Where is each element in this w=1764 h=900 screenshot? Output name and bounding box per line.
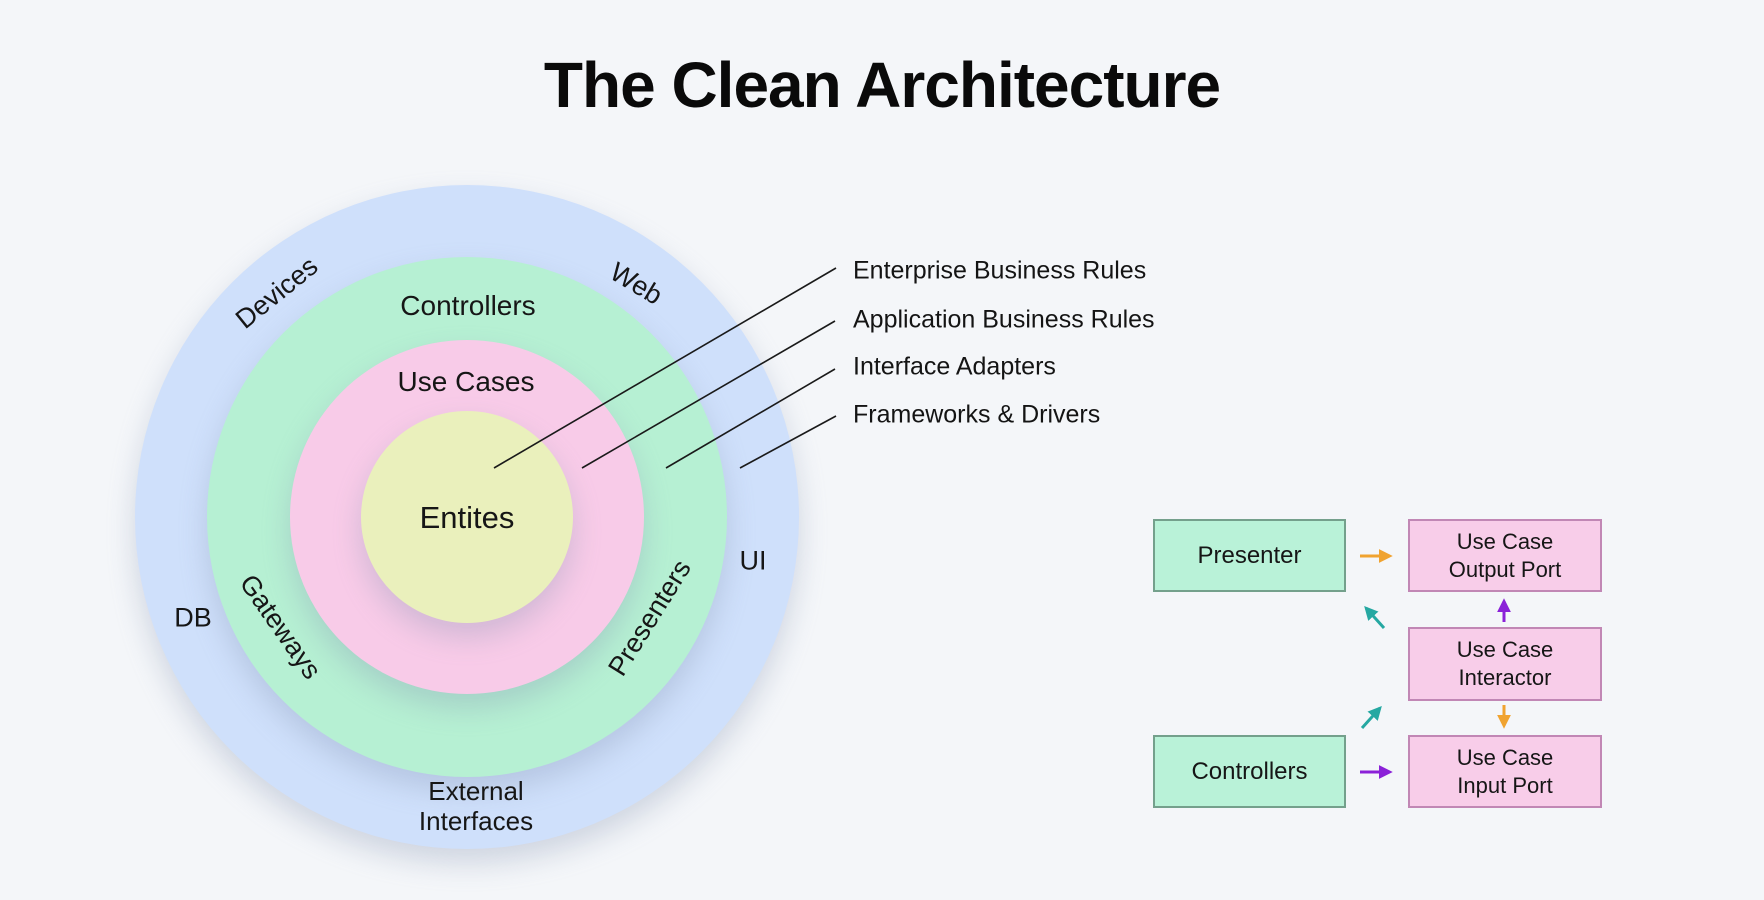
arrow-up-right-to-interactor-icon <box>1360 705 1382 730</box>
label-external-line1: External <box>428 776 524 806</box>
flow-box-interactor-line2: Interactor <box>1458 665 1552 690</box>
flow-box-interactor-line1: Use Case <box>1456 637 1554 662</box>
flow-box-output-port-line2: Output Port <box>1448 556 1562 582</box>
flow-box-input-port-line2: Input Port <box>1457 772 1553 798</box>
arrow-up-left-to-presenter-icon <box>1364 605 1386 630</box>
flow-box-controllers-label: Controllers <box>1191 757 1308 785</box>
flow-box-use-case-interactor: Use Case Interactor <box>1408 627 1602 701</box>
legend-interface-adapters: Interface Adapters <box>853 352 1056 381</box>
label-controllers: Controllers <box>400 290 536 321</box>
flow-box-presenter-label: Presenter <box>1197 541 1302 569</box>
label-ui: UI <box>739 545 767 576</box>
label-db: DB <box>174 602 212 633</box>
label-entities: Entites <box>419 500 515 535</box>
flow-box-presenter: Presenter <box>1153 519 1346 592</box>
flow-box-use-case-input-port: Use Case Input Port <box>1408 735 1602 808</box>
label-external-interfaces: External Interfaces <box>366 776 586 836</box>
flow-box-controllers: Controllers <box>1153 735 1346 808</box>
flow-box-use-case-output-port: Use Case Output Port <box>1408 519 1602 592</box>
legend-application-business-rules: Application Business Rules <box>853 305 1155 334</box>
legend-enterprise-business-rules: Enterprise Business Rules <box>853 256 1147 285</box>
label-use-cases: Use Cases <box>397 366 535 397</box>
label-external-line2: Interfaces <box>418 806 534 836</box>
legend-frameworks-drivers: Frameworks & Drivers <box>853 400 1101 429</box>
flow-box-output-port-line1: Use Case <box>1456 528 1554 554</box>
page-title: The Clean Architecture <box>543 49 1221 121</box>
flow-box-input-port-line1: Use Case <box>1456 744 1554 770</box>
